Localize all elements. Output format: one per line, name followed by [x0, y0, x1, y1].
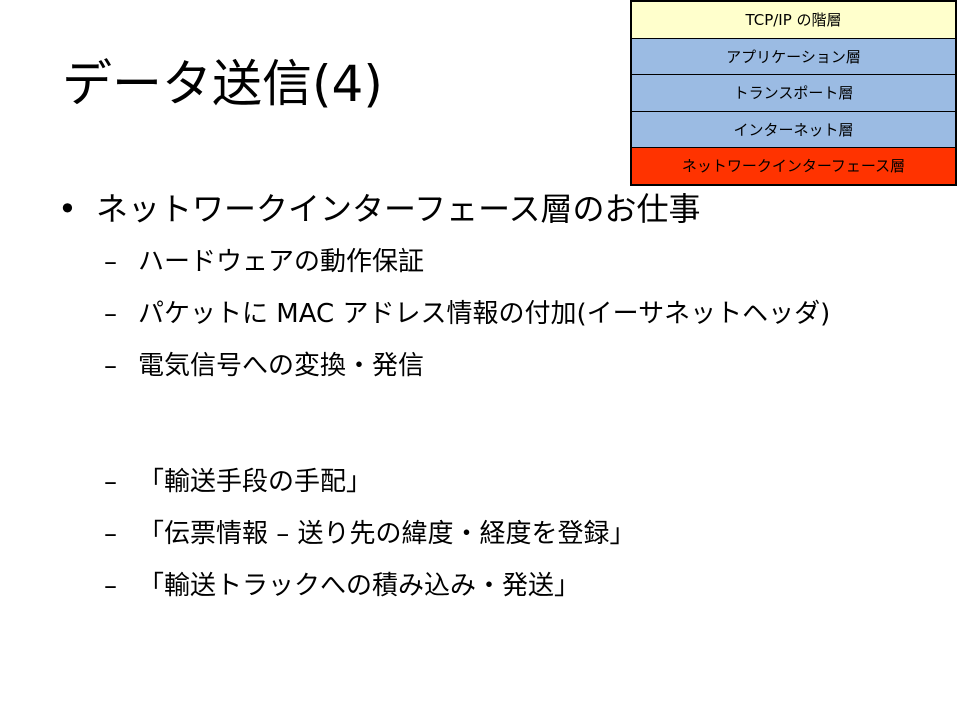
sub-bullet-text: 「伝票情報 – 送り先の緯度・経度を登録」: [138, 519, 636, 549]
sub-bullet-marker: –: [104, 351, 117, 381]
sub-bullet-text: パケットに MAC アドレス情報の付加(イーサネットヘッダ): [138, 299, 831, 329]
sub-bullet-analogy-shipping: – 「輸送トラックへの積み込み・発送」: [58, 568, 938, 604]
layer-header: TCP/IP の階層: [632, 2, 955, 38]
sub-bullet-marker: –: [104, 571, 117, 601]
sub-bullet-mac-address: – パケットに MAC アドレス情報の付加(イーサネットヘッダ): [58, 296, 938, 332]
sub-bullet-hardware: – ハードウェアの動作保証: [58, 244, 938, 280]
sub-bullet-analogy-transport: – 「輸送手段の手配」: [58, 464, 938, 500]
layer-application: アプリケーション層: [632, 37, 955, 74]
sub-bullet-marker: –: [104, 247, 117, 277]
sub-bullet-text: 電気信号への変換・発信: [138, 351, 425, 381]
tcpip-layer-diagram: TCP/IP の階層 アプリケーション層 トランスポート層 インターネット層 ネ…: [630, 0, 957, 186]
slide-title: データ送信(4): [62, 55, 383, 113]
bullet-main-text: ネットワークインターフェース層のお仕事: [96, 190, 701, 228]
sub-bullet-signal: – 電気信号への変換・発信: [58, 348, 938, 384]
sub-bullet-text: ハードウェアの動作保証: [138, 247, 425, 277]
sub-bullet-text: 「輸送トラックへの積み込み・発送」: [138, 571, 581, 601]
sub-bullet-text: 「輸送手段の手配」: [138, 467, 373, 497]
sub-bullet-marker: –: [104, 519, 117, 549]
bullet-main: • ネットワークインターフェース層のお仕事: [58, 188, 938, 230]
sub-bullet-marker: –: [104, 467, 117, 497]
layer-network-interface: ネットワークインターフェース層: [632, 147, 955, 184]
bullet-marker: •: [58, 190, 77, 228]
sub-bullet-marker: –: [104, 299, 117, 329]
layer-transport: トランスポート層: [632, 74, 955, 111]
sub-bullet-analogy-label: – 「伝票情報 – 送り先の緯度・経度を登録」: [58, 516, 938, 552]
bullet-list: • ネットワークインターフェース層のお仕事 – ハードウェアの動作保証 – パケ…: [58, 188, 938, 604]
layer-internet: インターネット層: [632, 110, 955, 147]
